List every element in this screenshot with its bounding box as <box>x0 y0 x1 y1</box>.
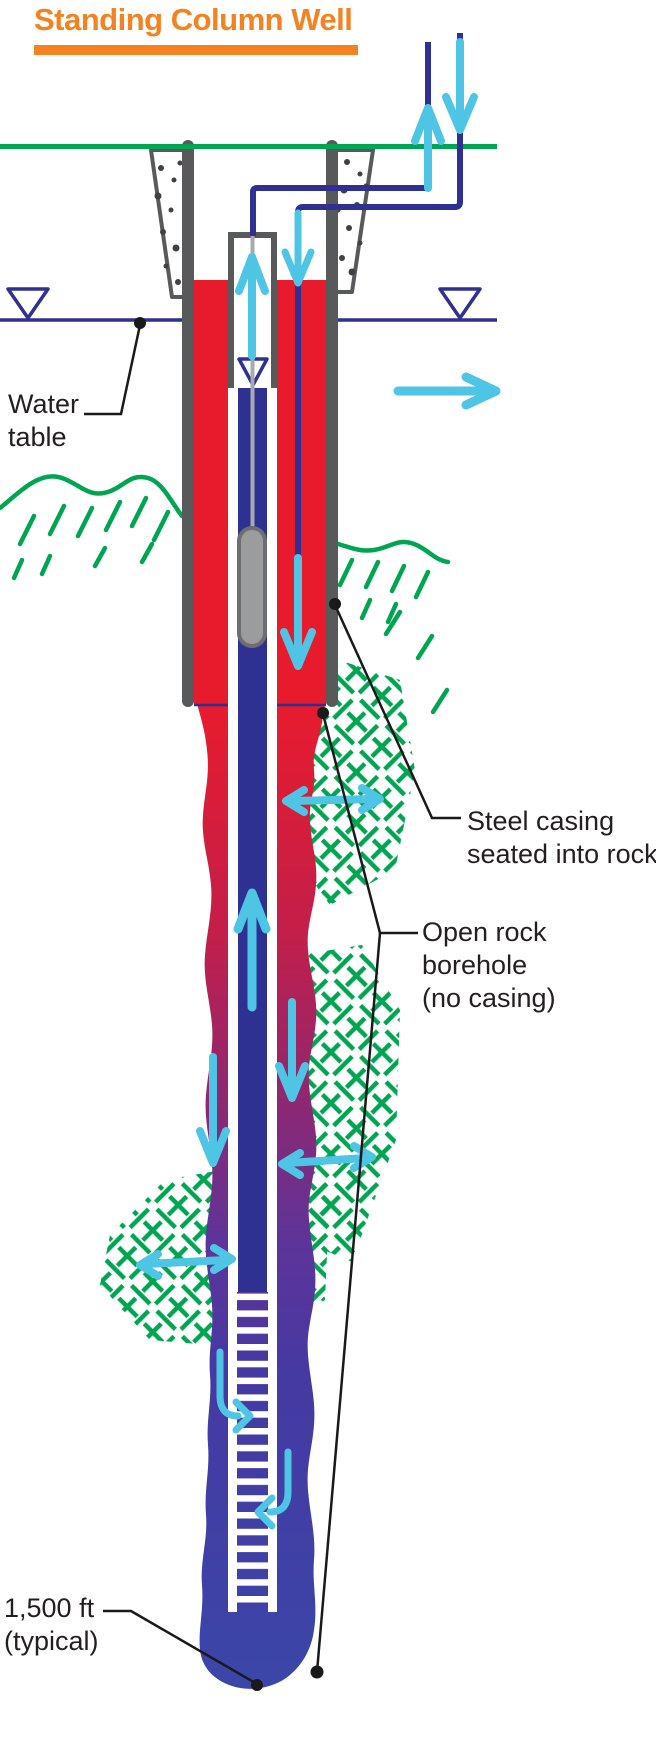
arrow-down-discharge <box>280 554 316 670</box>
riser-wall-left <box>228 388 238 1292</box>
title-underline <box>34 45 358 55</box>
water-table <box>0 287 497 322</box>
screen-slots <box>228 1292 277 1612</box>
riser-screen-section <box>228 1292 277 1612</box>
arrow-curved-into-screen-lower <box>254 1448 292 1530</box>
leader-steel-casing <box>333 604 461 820</box>
page-title: Standing Column Well <box>34 2 353 37</box>
arrow-bleed-upper-right <box>282 784 384 816</box>
arrow-groundwater-flow <box>393 372 501 410</box>
ground-surface-line <box>0 144 497 149</box>
arrow-bleed-mid-left <box>136 1244 236 1280</box>
riser-wall-right <box>267 388 277 1292</box>
leader-lines <box>84 324 461 1686</box>
arrow-down-into-water <box>281 209 315 287</box>
water-table-marker-left <box>6 287 50 320</box>
rock-surface-left <box>0 474 185 581</box>
leader-dots <box>134 317 341 1691</box>
concrete-collar-left <box>149 148 193 299</box>
rock-surface-right <box>335 539 451 625</box>
leader-open-rock-lower <box>315 932 382 1673</box>
arrow-down-supply <box>442 38 478 134</box>
label-open-rock: Open rock borehole (no casing) <box>422 917 556 1013</box>
water-table-marker-right <box>438 287 482 320</box>
label-steel-casing: Steel casing seated into rock <box>467 806 656 869</box>
flow-arrows <box>136 38 501 1530</box>
concrete-collar-right <box>330 148 375 294</box>
arrow-down-annulus-right <box>275 998 309 1102</box>
label-water-table: Water table <box>8 389 80 452</box>
arrow-up-riser-mid <box>233 888 271 1012</box>
label-depth: 1,500 ft (typical) <box>4 1593 99 1656</box>
stray-hatch-dashes <box>383 609 450 715</box>
leader-depth <box>103 1609 258 1686</box>
arrow-down-annulus-left <box>196 1053 230 1167</box>
submersible-pump <box>237 526 267 648</box>
leader-water-table <box>84 324 142 416</box>
arrow-up-riser-top <box>235 253 269 360</box>
arrow-bleed-mid-right <box>278 1142 376 1179</box>
arrow-up-return <box>411 104 445 192</box>
arrow-curved-into-screen-upper <box>216 1348 254 1434</box>
